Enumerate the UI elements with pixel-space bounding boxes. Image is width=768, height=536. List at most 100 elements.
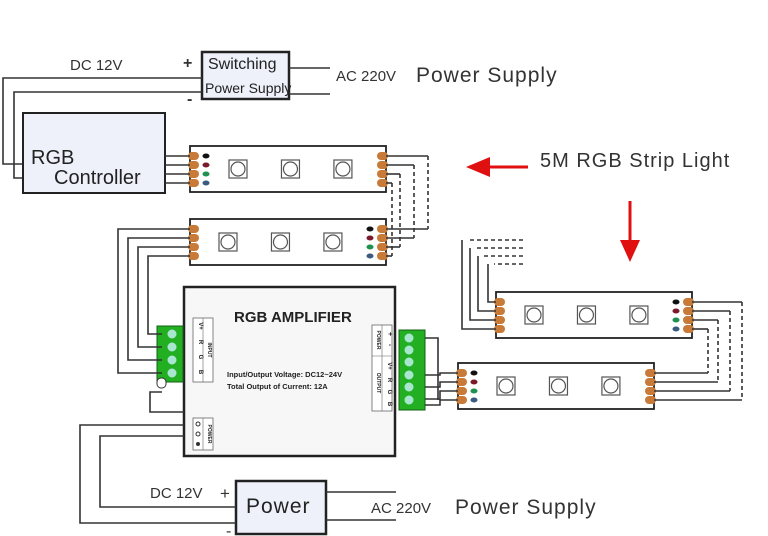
strip-2-left-pad [188,252,199,260]
strip-2-left-pad [188,225,199,233]
amp-input-return-wire [149,391,184,413]
amplifier-output-terminal [398,329,426,411]
strip-4-led-lens [550,378,567,394]
strip-3-left-pad [494,298,505,306]
strip-2-right-pad [377,252,388,260]
strip-2-color-dot [366,253,374,259]
strip-2-left-pad [188,243,199,251]
strip-1-left-pad [188,179,199,187]
strip-3-left-pad [494,316,505,324]
input-pin-label: V+ [197,322,203,330]
output-terminal-hole [404,333,414,343]
bottom-plus-label: + [220,484,230,503]
strip-1 [189,145,387,193]
input-pin-label: R [197,340,203,345]
strip-1-led-lens [282,161,299,177]
strip-3-right-pad [683,316,694,324]
dc-minus-wire-bottom [79,424,236,524]
input-label: INPUT [206,343,212,358]
strip-1-right-pad [377,161,388,169]
output-pin-label: G [386,390,392,395]
controller-line2: Controller [54,167,141,189]
input-terminal-hole [167,355,177,365]
input-terminal-tab [156,377,167,389]
strip-1-color-dot [202,180,210,186]
output-power-pin-label: + [386,332,393,336]
output-label: OUTPUT [375,373,381,394]
amp-output-to-strip4-wire [425,399,458,406]
amplifier-spec-voltage: Input/Output Voltage: DC12~24V [227,370,343,379]
strip-2-color-dot [366,226,374,232]
strip-4-right-pad [645,396,656,404]
amp-output-power-wire [425,337,439,400]
rgb-controller-box [22,112,166,194]
arrow-left-head [466,157,490,177]
output-pin-label: V+ [386,362,392,370]
strip-3-led-lens [526,307,542,323]
amplifier-title: RGB AMPLIFIER [234,309,352,326]
strip3-incoming-wire [477,256,496,312]
strip-4-led-lens [603,378,619,394]
strip-4-color-dot [470,370,478,376]
top-power-supply-label: Power Supply [416,64,558,87]
strip-4-right-pad [645,387,656,395]
strip-1-color-dot [202,171,210,177]
amp-power-pin [195,431,201,437]
strip-3-right-pad [683,307,694,315]
output-pin-label: B [386,402,392,407]
strip-4-color-dot [470,388,478,394]
output-terminal-hole [404,345,414,355]
input-terminal-hole [167,329,177,339]
strip2-to-amp-input-wire [127,237,190,361]
amp-power-pin [196,442,200,446]
strip-2-color-dot [366,235,374,241]
strip-3-led-lens [578,307,595,323]
strip-3-color-dot [672,326,680,332]
strip-3-led-lens [631,307,647,323]
strip2-to-amp-input-wire [147,255,190,335]
output-terminal-hole [404,395,414,405]
strip-4-color-dot [470,397,478,403]
strip-2-led-lens [220,234,236,250]
strip-4-left-pad [456,387,467,395]
output-pin-label: R [386,378,392,383]
strip-3-left-pad [494,325,505,333]
strip-3-left-pad [494,307,505,315]
strip-1-right-pad [377,152,388,160]
strip-4-left-pad [456,396,467,404]
top-plus-label: + [183,55,193,72]
bottom-dc-12v-label: DC 12V [150,485,203,502]
amp-output-to-strip4-wire [425,381,458,388]
top-minus-label: - [187,91,193,108]
input-pin-label: G [197,355,203,360]
strip-4-right-pad [645,369,656,377]
strip3-incoming-wire [487,264,496,303]
input-pin-label: B [197,370,203,375]
strip-2-color-dot [366,244,374,250]
output-terminal-hole [404,370,414,380]
strip-4-left-pad [456,378,467,386]
dc-plus-wire-bottom [99,435,236,508]
bottom-ac-220v-label: AC 220V [371,500,432,517]
strip-light-callout-label: 5M RGB Strip Light [540,150,731,172]
output-terminal-hole [404,357,414,367]
power-box-label: Power [246,495,311,518]
strip-1-left-pad [188,170,199,178]
strip-3-color-dot [672,317,680,323]
strip-4-left-pad [456,369,467,377]
switching-supply-line2: Power Supply [205,80,292,96]
controller-line1: RGB [31,147,75,169]
switching-supply-line1: Switching [208,56,277,73]
strip-3-right-pad [683,325,694,333]
amp-power-pin [195,421,201,427]
strip-1-color-dot [202,162,210,168]
output-power-label: POWER [375,331,381,350]
strip-1-right-pad [377,170,388,178]
strip-1-led-lens [335,161,351,177]
strip-4-right-pad [645,378,656,386]
top-dc-12v-label: DC 12V [70,57,123,74]
bottom-power-box [234,479,328,536]
strip-2-left-pad [188,234,199,242]
